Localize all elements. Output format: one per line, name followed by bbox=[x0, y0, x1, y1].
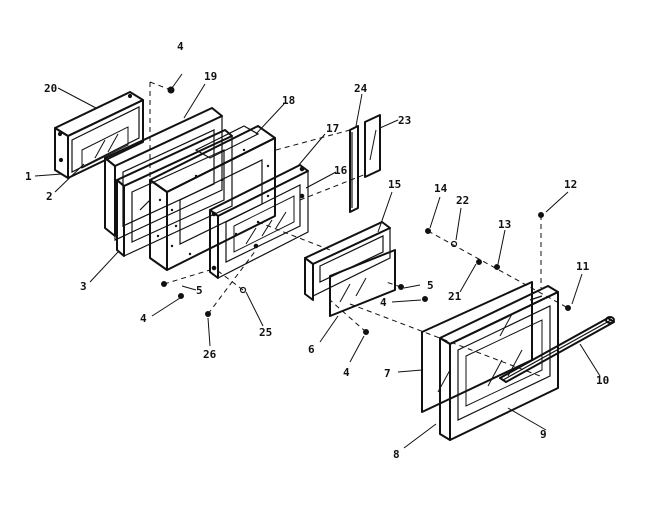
callout-14: 14 bbox=[434, 182, 448, 195]
part-17-inner-glass-frame bbox=[209, 164, 309, 279]
part-3-inner-panel bbox=[116, 129, 233, 257]
callout-16: 16 bbox=[334, 164, 348, 177]
part-6-glass-pane bbox=[329, 249, 396, 317]
part-15-glass-frame bbox=[304, 221, 391, 301]
callout-26: 26 bbox=[203, 348, 217, 361]
callout-18: 18 bbox=[282, 94, 295, 107]
part-18-insulation-box bbox=[149, 125, 276, 271]
callout-1: 1 bbox=[25, 170, 32, 183]
callout-7: 7 bbox=[384, 367, 391, 380]
callout-8: 8 bbox=[393, 448, 400, 461]
callout-4c: 4 bbox=[343, 366, 350, 379]
assembly-lines bbox=[149, 81, 569, 377]
part-10-handle bbox=[499, 316, 615, 383]
part-9-outer-door-frame bbox=[439, 285, 559, 441]
callout-9: 9 bbox=[540, 428, 547, 441]
callout-15: 15 bbox=[388, 178, 401, 191]
callout-22: 22 bbox=[456, 194, 469, 207]
callout-12: 12 bbox=[564, 178, 577, 191]
callout-6: 6 bbox=[308, 343, 315, 356]
callout-2: 2 bbox=[46, 190, 53, 203]
callout-4d: 4 bbox=[380, 296, 387, 309]
callout-23: 23 bbox=[398, 114, 411, 127]
callout-17: 17 bbox=[326, 122, 339, 135]
callout-21: 21 bbox=[448, 290, 462, 303]
callout-4a: 4 bbox=[177, 40, 184, 53]
callout-labels: 1 2 3 4 4 4 4 5 5 6 7 8 9 10 11 12 13 14… bbox=[25, 40, 609, 461]
leader-lines bbox=[34, 73, 601, 449]
callout-5a: 5 bbox=[196, 284, 203, 297]
part-23-glass-strip bbox=[364, 114, 381, 178]
callout-11: 11 bbox=[576, 260, 590, 273]
callout-24: 24 bbox=[354, 82, 368, 95]
part-24-side-strip bbox=[349, 125, 359, 213]
callout-13: 13 bbox=[498, 218, 511, 231]
callout-25: 25 bbox=[259, 326, 272, 339]
callout-3: 3 bbox=[80, 280, 87, 293]
part-20-door-liner bbox=[54, 91, 144, 179]
callout-5b: 5 bbox=[427, 279, 434, 292]
callout-20: 20 bbox=[44, 82, 57, 95]
callout-4b: 4 bbox=[140, 312, 147, 325]
callout-19: 19 bbox=[204, 70, 217, 83]
callout-10: 10 bbox=[596, 374, 609, 387]
